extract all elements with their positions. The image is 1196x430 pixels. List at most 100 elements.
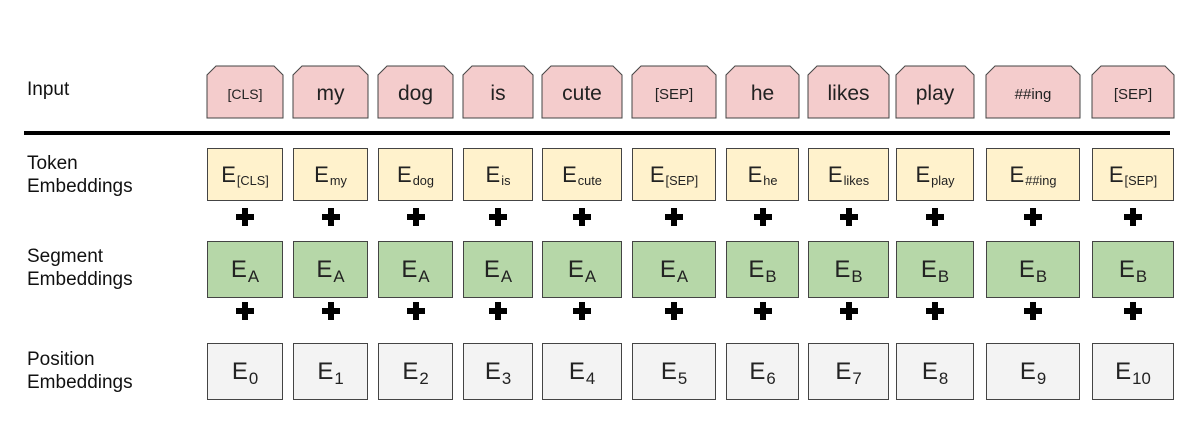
- segment-embedding-subscript: A: [584, 267, 597, 287]
- input-token: cute: [562, 82, 602, 105]
- segment-embedding-subscript: B: [851, 267, 863, 287]
- plus-icon-segment-position: [406, 301, 426, 321]
- plus-icon-token-segment: [488, 207, 508, 227]
- position-embedding-symbol: E: [1115, 357, 1132, 385]
- segment-embedding-subscript: B: [1135, 267, 1148, 287]
- token-embedding: E[SEP]: [632, 148, 716, 201]
- segment-embedding-symbol: E: [316, 255, 333, 283]
- position-embedding-subscript: 2: [419, 369, 429, 389]
- token-embedding-subscript: my: [329, 172, 347, 188]
- token-embedding-subscript: cute: [577, 172, 602, 188]
- plus-icon-segment-position: [321, 301, 341, 321]
- input-row-label: Input: [27, 79, 70, 100]
- token-embedding-subscript: he: [763, 172, 778, 188]
- segment-embedding-symbol: E: [659, 255, 676, 283]
- input-token: [CLS]: [227, 86, 263, 102]
- plus-icon-token-segment: [321, 207, 341, 227]
- token-embedding: E##ing: [986, 148, 1080, 201]
- position-embedding-subscript: 10: [1132, 369, 1151, 389]
- input-token: [SEP]: [654, 85, 694, 103]
- position-embedding-subscript: 0: [248, 369, 259, 389]
- position-embedding-symbol: E: [660, 357, 677, 385]
- position-embedding-subscript: 5: [677, 369, 688, 389]
- plus-icon-segment-position: [1023, 301, 1043, 321]
- segment-embedding-subscript: A: [676, 267, 689, 287]
- segment-embedding-subscript: A: [500, 267, 513, 287]
- position-embedding-symbol: E: [484, 357, 501, 385]
- plus-icon-token-segment: [664, 207, 684, 227]
- plus-icon-token-segment: [839, 207, 859, 227]
- token-embedding: E[CLS]: [207, 148, 283, 201]
- plus-icon-segment-position: [572, 301, 592, 321]
- position-embedding-symbol: E: [921, 357, 938, 385]
- token-embedding-symbol: E: [485, 161, 501, 187]
- input-divider-line: [24, 131, 1170, 135]
- input-token: is: [490, 82, 506, 105]
- token-embedding-symbol: E: [1108, 161, 1124, 187]
- plus-icon-token-segment: [235, 207, 255, 227]
- plus-icon-token-segment: [406, 207, 426, 227]
- token-embedding-subscript: play: [931, 172, 955, 188]
- position-embedding-symbol: E: [231, 357, 248, 385]
- segment-embedding-subscript: A: [247, 267, 260, 287]
- position-embedding-subscript: 7: [852, 369, 862, 389]
- plus-icon-token-segment: [753, 207, 773, 227]
- token-embedding-symbol: E: [747, 161, 763, 187]
- input-token: dog: [397, 82, 434, 105]
- token-embedding-subscript: [CLS]: [236, 172, 269, 188]
- position-embedding-symbol: E: [1019, 357, 1036, 385]
- segment-embedding-subscript: A: [333, 267, 345, 287]
- token-embedding-symbol: E: [397, 161, 412, 187]
- input-token: he: [750, 82, 775, 105]
- segment-embedding-subscript: B: [1035, 267, 1048, 287]
- position-embedding-symbol: E: [835, 357, 852, 385]
- plus-icon-segment-position: [664, 301, 684, 321]
- segment-embedding-subscript: A: [418, 267, 430, 287]
- token-embedding-subscript: likes: [843, 172, 870, 188]
- segment-embedding-symbol: E: [748, 255, 765, 283]
- segment-embedding-symbol: E: [834, 255, 851, 283]
- segment-embedding-symbol: E: [1118, 255, 1135, 283]
- position-embeddings-row-label: Position Embeddings: [27, 349, 133, 393]
- token-embedding-symbol: E: [827, 161, 843, 187]
- position-embedding-subscript: 4: [585, 369, 596, 389]
- plus-icon-segment-position: [925, 301, 945, 321]
- plus-icon-token-segment: [925, 207, 945, 227]
- token-embedding-symbol: E: [649, 161, 665, 187]
- position-embedding-subscript: 8: [938, 369, 949, 389]
- segment-embedding-subscript: B: [765, 267, 777, 287]
- token-embedding-subscript: dog: [412, 172, 434, 188]
- plus-icon-segment-position: [488, 301, 508, 321]
- input-token: play: [915, 82, 955, 105]
- input-token: [SEP]: [1113, 85, 1153, 103]
- token-embedding-subscript: [SEP]: [665, 172, 699, 188]
- segment-embedding-symbol: E: [920, 255, 937, 283]
- token-embedding-symbol: E: [314, 161, 329, 187]
- segment-embedding-symbol: E: [401, 255, 418, 283]
- segment-embedding-symbol: E: [567, 255, 584, 283]
- position-embedding-symbol: E: [568, 357, 585, 385]
- position-embedding-symbol: E: [749, 357, 766, 385]
